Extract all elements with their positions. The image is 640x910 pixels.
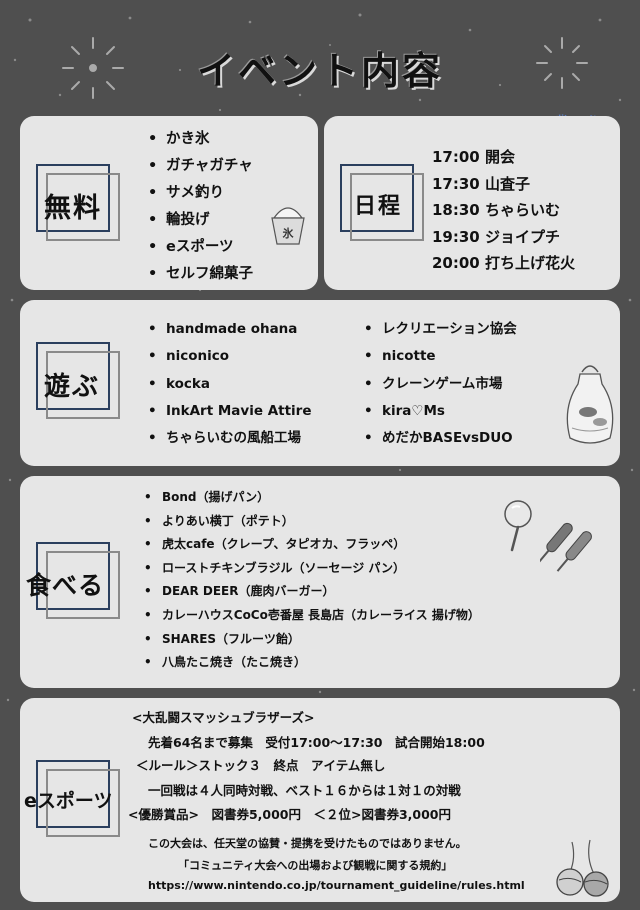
list-item: ローストチキンブラジル（ソーセージ パン）	[144, 557, 480, 581]
eat-label-frame	[36, 542, 110, 610]
list-item: 輪投げ	[148, 207, 253, 234]
schedule-item: 20:00 打ち上げ花火	[432, 254, 575, 272]
firework-right-icon	[536, 37, 588, 89]
list-item: セルフ綿菓子	[148, 261, 253, 288]
page-title: イベント内容	[196, 49, 443, 93]
play-label: 遊ぶ	[44, 372, 101, 402]
list-item: SHARES（フルーツ飴）	[144, 628, 480, 652]
list-item: サメ釣り	[148, 180, 253, 207]
play-list-right: レクリエーション協会 nicotte クレーンゲーム市場 kira♡Ms めだか…	[364, 316, 517, 453]
list-item: よりあい横丁（ポテト）	[144, 510, 480, 534]
corn-dog-icon	[540, 522, 592, 572]
list-item: nicotte	[364, 343, 517, 371]
eat-list: Bond（揚げパン） よりあい横丁（ポテト） 虎太cafe（クレープ、タピオカ、…	[144, 486, 480, 675]
list-item: DEAR DEER（鹿肉バーガー）	[144, 580, 480, 604]
esports-rules: ＜ルール＞ストック３ 終点 アイテム無し	[136, 758, 386, 773]
yoyo-balloon-icon	[556, 839, 609, 897]
list-item: カレーハウスCoCo壱番屋 長島店（カレーライス 揚げ物）	[144, 604, 480, 628]
list-item: クレーンゲーム市場	[364, 371, 517, 399]
list-item: ガチャガチャ	[148, 153, 253, 180]
play-label-frame-shadow	[46, 351, 120, 419]
list-item: かき氷	[148, 126, 253, 153]
esports-label-frame-shadow	[46, 769, 120, 837]
play-panel	[20, 300, 620, 466]
free-label-frame-shadow	[46, 173, 120, 241]
schedule-panel	[324, 116, 620, 290]
schedule-item: 19:30 ジョイプチ	[432, 227, 560, 246]
esports-terms-title: 「コミュニティ大会への出場および観戦に関する規約」	[178, 859, 453, 872]
esports-format: 一回戦は４人同時対戦、ベスト１６からは１対１の対戦	[148, 783, 461, 798]
schedule-item: 18:30 ちゃらいむ	[432, 201, 560, 219]
schedule-list: 17:00 開会 17:30 山査子 18:30 ちゃらいむ 19:30 ジョイ…	[432, 144, 575, 277]
esports-game-title: <大乱闘スマッシュブラザーズ>	[132, 710, 315, 725]
list-item: eスポーツ	[148, 234, 253, 261]
play-label-frame	[36, 342, 110, 410]
list-item: InkArt Mavie Attire	[148, 398, 312, 426]
esports-panel	[20, 698, 620, 902]
list-item: 虎太cafe（クレープ、タピオカ、フラッペ）	[144, 533, 480, 557]
schedule-item: 17:30 山査子	[432, 174, 530, 193]
list-item: kira♡Ms	[364, 398, 517, 426]
esports-label-frame	[36, 760, 110, 828]
schedule-label: 日程	[354, 194, 403, 219]
candy-apple-icon	[504, 500, 532, 552]
list-item: レクリエーション協会	[364, 316, 517, 344]
firework-left-icon	[62, 37, 124, 99]
schedule-label-frame-shadow	[350, 173, 424, 241]
list-item: kocka	[148, 371, 312, 399]
play-list-left: handmade ohana niconico kocka InkArt Mav…	[148, 316, 312, 453]
schedule-label-frame	[340, 164, 414, 232]
esports-disclaimer: この大会は、任天堂の協賛・提携を受けたものではありません。	[148, 837, 467, 850]
list-item: handmade ohana	[148, 316, 312, 344]
list-item: Bond（揚げパン）	[144, 486, 480, 510]
list-item: niconico	[148, 343, 312, 371]
schedule-item: 17:00 開会	[432, 148, 515, 166]
list-item: ちゃらいむの風船工場	[148, 425, 312, 453]
esports-terms-link[interactable]: https://www.nintendo.co.jp/tournament_gu…	[148, 879, 525, 892]
eat-label-frame-shadow	[46, 551, 120, 619]
free-label-frame	[36, 164, 110, 232]
goldfish-bag-icon	[566, 365, 614, 444]
eat-label: 食べる	[26, 571, 105, 600]
list-item: めだかBASEvsDUO	[364, 425, 517, 453]
list-item: 八鳥たこ焼き（たこ焼き）	[144, 651, 480, 675]
free-list: かき氷 ガチャガチャ サメ釣り 輪投げ eスポーツ セルフ綿菓子	[148, 126, 253, 288]
esports-label: eスポーツ	[24, 790, 113, 812]
esports-entry-info: 先着64名まで募集 受付17:00〜17:30 試合開始18:00	[148, 735, 485, 750]
free-label: 無料	[44, 193, 102, 224]
esports-prizes: <優勝賞品> 図書券5,000円 ＜２位>図書券3,000円	[128, 807, 451, 822]
shaved-ice-text: 氷	[283, 226, 295, 240]
shaved-ice-icon: 氷	[271, 207, 305, 245]
